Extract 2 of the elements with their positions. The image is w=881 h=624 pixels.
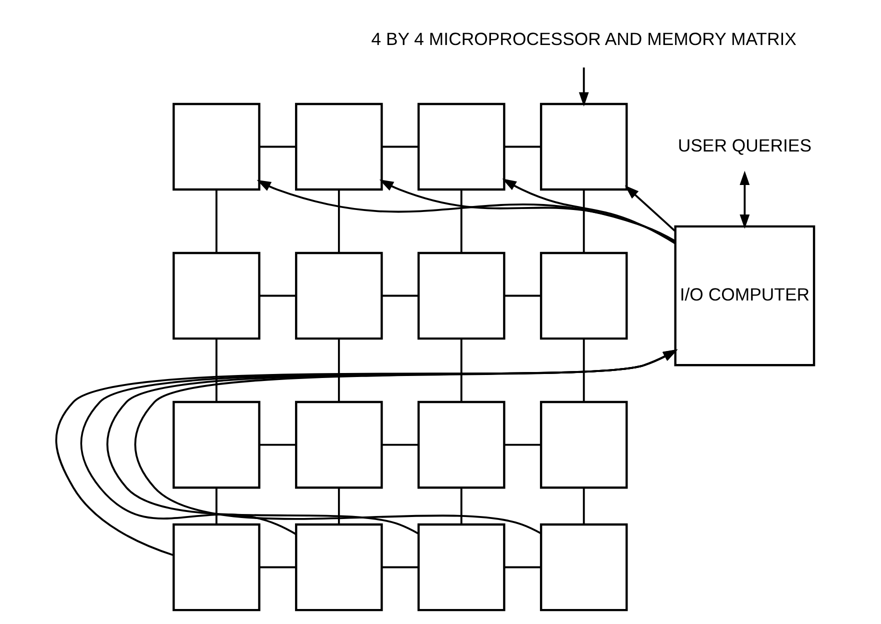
- node-text: USER QUERIES: [678, 135, 812, 156]
- node-text: 4 BY 4 MICROPROCESSOR AND MEMORY MATRIX: [371, 29, 796, 50]
